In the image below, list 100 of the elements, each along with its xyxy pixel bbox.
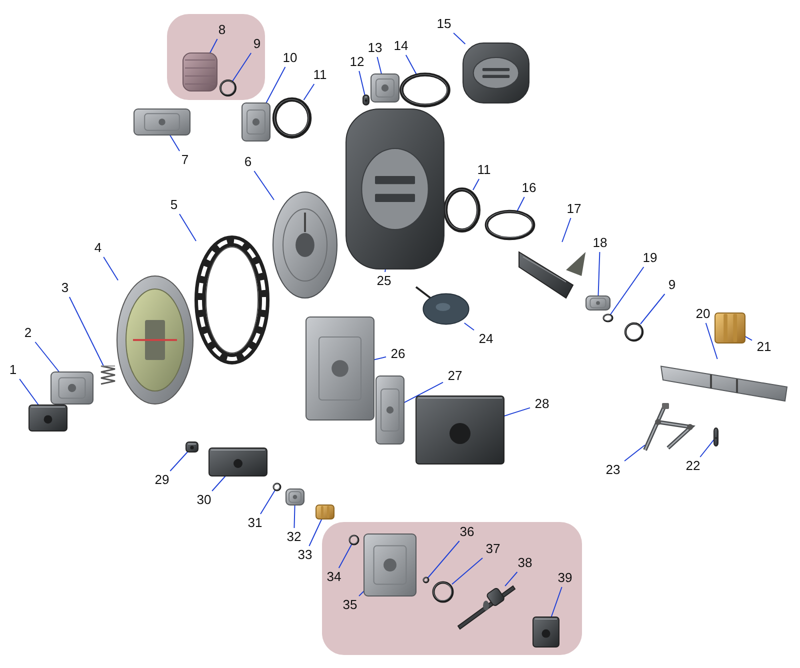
leader-line xyxy=(358,590,366,596)
callout-number: 27 xyxy=(444,368,466,384)
callout-number: 2 xyxy=(17,325,39,341)
callout-number: 12 xyxy=(346,54,368,70)
leader-line xyxy=(19,378,40,406)
housing-drawing xyxy=(345,108,445,270)
leader-line xyxy=(372,356,386,361)
o-ring-drawing xyxy=(348,534,360,546)
part-drawing xyxy=(714,312,746,344)
highlight-panel xyxy=(167,14,265,100)
part-drawing xyxy=(182,52,218,92)
leader-line xyxy=(502,407,530,417)
part-drawing xyxy=(285,488,305,506)
callout-number: 10 xyxy=(279,50,301,66)
part-drawing xyxy=(241,102,271,142)
callout-number: 23 xyxy=(602,462,624,478)
wire-clip-drawing xyxy=(643,402,693,452)
callout-number: 38 xyxy=(514,555,536,571)
callout-number: 21 xyxy=(753,339,775,355)
leader-line xyxy=(232,52,252,82)
leader-line xyxy=(338,544,352,568)
callout-number: 19 xyxy=(639,250,661,266)
callout-number: 16 xyxy=(518,180,540,196)
housing-drawing xyxy=(462,42,530,104)
leader-line xyxy=(168,134,180,152)
callout-number: 39 xyxy=(554,570,576,586)
leader-line xyxy=(550,586,562,618)
leader-line xyxy=(170,450,189,472)
callout-number: 29 xyxy=(151,472,173,488)
o-ring-drawing xyxy=(602,313,614,323)
callout-number: 8 xyxy=(211,22,233,38)
callout-number: 9 xyxy=(661,277,683,293)
part-drawing xyxy=(28,404,68,432)
leader-line xyxy=(427,540,460,578)
callout-number: 17 xyxy=(563,201,585,217)
o-ring-drawing xyxy=(444,188,480,232)
callout-number: 20 xyxy=(692,306,714,322)
part-drawing xyxy=(370,73,400,103)
leader-line xyxy=(303,84,315,100)
part-drawing xyxy=(208,447,268,477)
leader-line xyxy=(34,342,60,374)
o-ring-drawing xyxy=(219,79,237,97)
callout-number: 33 xyxy=(294,547,316,563)
part-drawing xyxy=(362,94,370,106)
callout-number: 6 xyxy=(237,154,259,170)
callout-number: 1 xyxy=(2,362,24,378)
leader-line xyxy=(705,322,718,360)
wheel-drawing xyxy=(116,275,194,405)
part-drawing xyxy=(363,533,417,597)
spring-drawing xyxy=(99,364,117,386)
leader-line xyxy=(744,335,752,341)
part-drawing xyxy=(315,504,335,520)
leader-line xyxy=(179,214,196,242)
o-ring-drawing xyxy=(485,210,535,240)
o-ring-drawing xyxy=(400,73,450,107)
highlight-panel xyxy=(322,522,582,655)
leader-line xyxy=(640,294,666,324)
leader-line xyxy=(265,66,286,104)
leader-line xyxy=(610,266,644,316)
leader-line xyxy=(384,268,386,272)
callout-number: 7 xyxy=(174,152,196,168)
leader-line xyxy=(358,70,366,96)
callout-number: 34 xyxy=(323,569,345,585)
o-ring-drawing xyxy=(624,322,644,342)
leader-line xyxy=(516,196,525,212)
leader-line xyxy=(464,322,474,331)
o-ring-drawing xyxy=(272,482,282,492)
disk-drawing xyxy=(272,191,338,299)
callout-number: 31 xyxy=(244,515,266,531)
leader-line xyxy=(598,252,600,298)
leader-line xyxy=(472,178,480,190)
leader-line xyxy=(212,474,227,492)
leader-line xyxy=(504,572,518,586)
leader-line xyxy=(103,256,118,281)
callout-number: 35 xyxy=(339,597,361,613)
callout-number: 18 xyxy=(589,235,611,251)
callout-number: 11 xyxy=(473,162,495,178)
leader-line xyxy=(402,382,444,404)
callout-number: 22 xyxy=(682,458,704,474)
leader-line xyxy=(562,218,572,242)
part-drawing xyxy=(375,375,405,445)
leader-line xyxy=(452,558,484,585)
callout-number: 26 xyxy=(387,346,409,362)
leader-line xyxy=(208,38,218,54)
leader-line xyxy=(700,438,716,458)
part-drawing xyxy=(532,616,560,648)
callout-number: 32 xyxy=(283,529,305,545)
leader-line xyxy=(453,32,466,44)
callout-number: 11 xyxy=(309,67,331,83)
callout-number: 3 xyxy=(54,280,76,296)
o-ring-drawing xyxy=(422,576,430,584)
leader-line xyxy=(68,296,104,366)
leader-line xyxy=(254,170,274,200)
callout-number: 5 xyxy=(163,197,185,213)
part-drawing xyxy=(185,441,199,453)
callout-number: 14 xyxy=(390,38,412,54)
callout-number: 37 xyxy=(482,541,504,557)
leader-line xyxy=(376,56,382,76)
callout-number: 13 xyxy=(364,40,386,56)
valve-stem-drawing xyxy=(456,584,516,632)
